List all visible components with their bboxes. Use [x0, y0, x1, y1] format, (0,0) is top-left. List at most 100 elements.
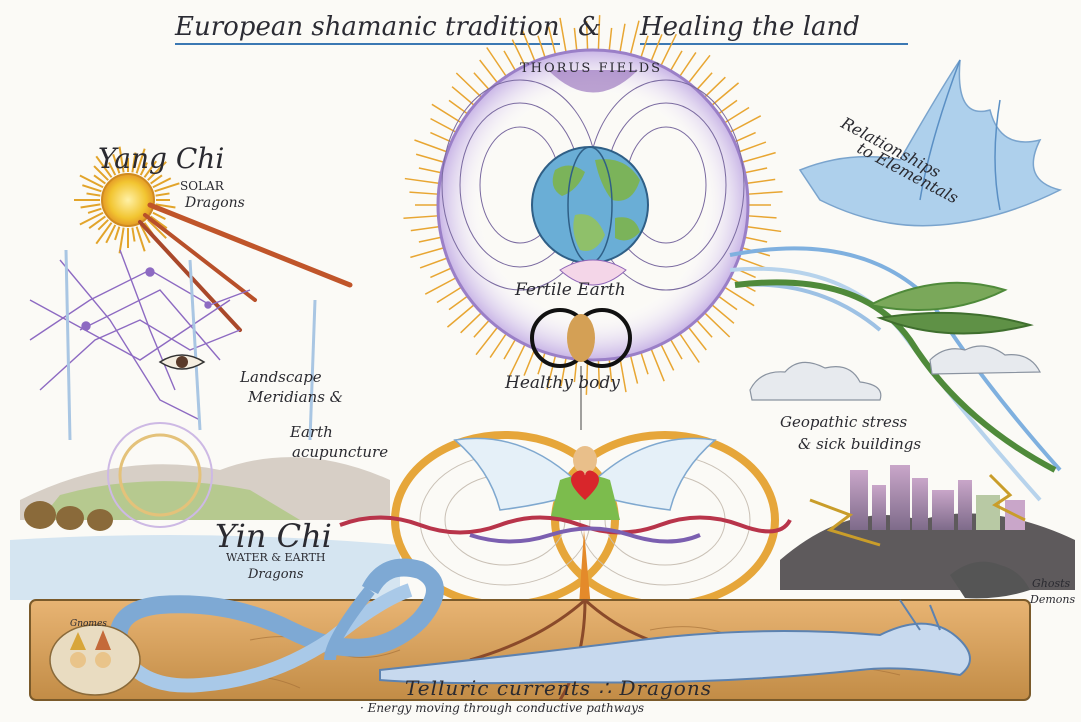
halo-ray [409, 192, 438, 194]
energy-label: · Energy moving through conductive pathw… [360, 702, 644, 714]
landscape-label: Landscape [240, 370, 322, 385]
sun-ray [153, 213, 165, 219]
halo-ray [405, 179, 440, 184]
halo-ray [671, 51, 683, 71]
halo-ray [425, 278, 456, 294]
halo-ray [403, 216, 438, 218]
geopathic-label: Geopathic stress [780, 415, 907, 430]
title-part-1: European shamanic tradition [175, 14, 559, 40]
gnomes-cave [50, 625, 140, 695]
halo-ray [609, 28, 611, 51]
halo-ray [560, 18, 566, 52]
halo-ray [410, 248, 444, 258]
halo-ray [452, 87, 474, 106]
halo-ray [739, 142, 766, 152]
halo-ray [414, 140, 447, 152]
halo-ray [630, 21, 638, 55]
halo-ray [745, 237, 767, 242]
sun-ray [132, 228, 134, 242]
earth-globe-icon [532, 147, 648, 263]
lake [10, 535, 400, 600]
demons-label: Demons [1030, 594, 1075, 605]
halo-ray [420, 258, 447, 268]
halo-ray [620, 358, 626, 392]
earth-label: Earth [290, 425, 333, 440]
solar-dragons-label: Dragons [185, 196, 245, 210]
halo-ray [430, 268, 451, 277]
halo-ray [680, 52, 696, 76]
halo-ray [411, 227, 440, 231]
landscape-meridian-grid [30, 250, 250, 420]
halo-ray [431, 119, 457, 133]
halo-ray [746, 227, 781, 232]
halo-ray [574, 28, 576, 51]
thorus-fields-label: THORUS FIELDS [520, 62, 662, 75]
sun-ray [115, 227, 119, 240]
sun-ray [156, 193, 170, 195]
halo-ray [524, 349, 535, 376]
wind-spirit-icon [800, 60, 1060, 226]
halo-ray [504, 339, 516, 359]
halo-ray [630, 355, 637, 383]
halo-ray [504, 51, 516, 71]
healthy-body-label: Healthy body [505, 375, 620, 392]
halo-ray [416, 154, 444, 162]
halo-ray [718, 296, 737, 310]
solar-dragon-rays [140, 205, 350, 330]
halo-ray [480, 60, 498, 83]
halo-ray [449, 100, 468, 114]
halo-ray [419, 168, 441, 173]
halo-ray [688, 327, 706, 350]
sun-ray [88, 209, 101, 213]
halo-ray [745, 168, 767, 173]
halo-ray [748, 216, 777, 218]
halo-ray [697, 73, 712, 90]
meridians-label: Meridians & [248, 390, 343, 405]
halo-ray [461, 313, 482, 333]
sun-ray [96, 223, 111, 244]
fertile-earth-label: Fertile Earth [515, 282, 626, 299]
city-icon [780, 465, 1075, 590]
sun-ray [87, 193, 101, 195]
halo-ray [671, 339, 683, 359]
halo-ray [697, 320, 712, 337]
halo-ray [651, 349, 664, 381]
halo-ray [474, 73, 489, 90]
halo-ray [718, 100, 737, 114]
halo-ray [620, 24, 625, 53]
halo-ray [712, 305, 734, 324]
halo-ray [437, 287, 462, 302]
halo-ray [490, 334, 506, 358]
title-ampersand: & [578, 14, 601, 40]
halo-ray [641, 352, 648, 374]
sun-ray [81, 204, 101, 207]
halo-ray [748, 192, 783, 194]
halo-ray [510, 344, 525, 375]
halo-ray [735, 133, 756, 142]
acupuncture-label: acupuncture [292, 445, 388, 460]
halo-ray [474, 320, 489, 337]
title-part-2: Healing the land [640, 14, 860, 40]
halo-ray [430, 133, 451, 142]
telluric-label: Telluric currents ∴ Dragons [405, 678, 712, 698]
gnomes-label: Gnomes [70, 620, 107, 629]
sick-buildings-label: & sick buildings [798, 437, 921, 452]
ghosts-label: Ghosts [1032, 578, 1070, 589]
landscape-blue-beams [66, 250, 315, 440]
halo-ray [746, 179, 775, 183]
halo-ray [730, 116, 761, 132]
water-dragons-label: Dragons [248, 568, 304, 581]
sun-ray [120, 228, 124, 254]
halo-ray [661, 344, 674, 370]
solar-label: SOLAR [180, 180, 224, 192]
sun-ray [80, 213, 103, 225]
yin-chi-label: Yin Chi [215, 520, 332, 552]
water-earth-label: WATER & EARTH [226, 552, 326, 563]
yang-chi-label: Yang Chi [98, 145, 224, 173]
halo-ray [704, 77, 725, 97]
halo-ray [449, 296, 468, 310]
halo-ray [742, 153, 776, 163]
halo-ray [419, 237, 441, 242]
